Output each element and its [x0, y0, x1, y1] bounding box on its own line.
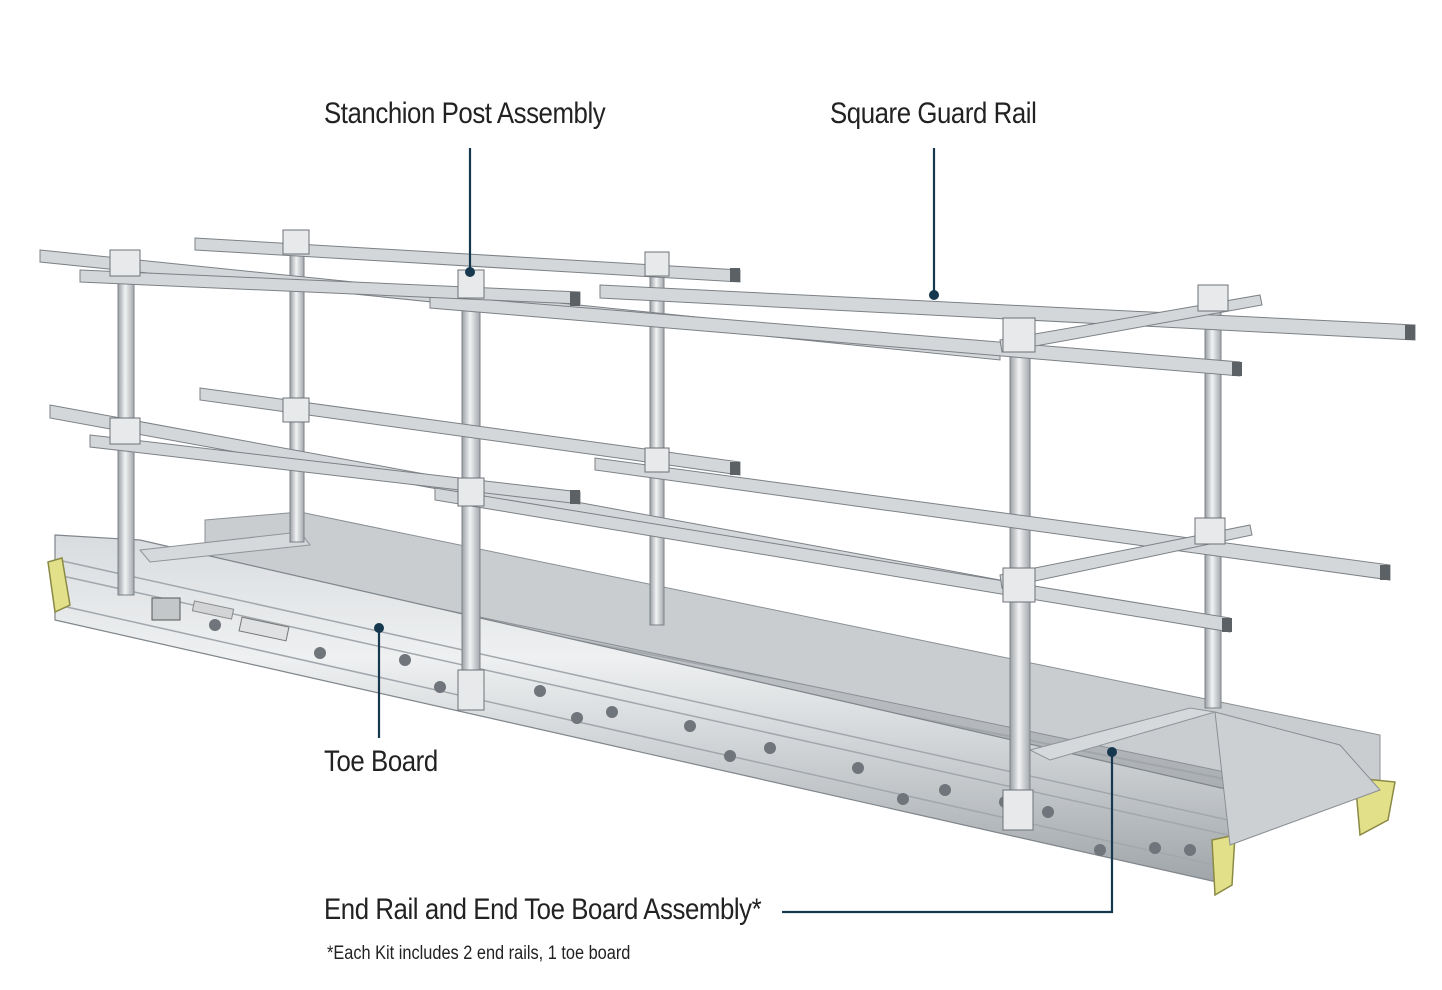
- stanchion-dot: [465, 267, 475, 277]
- end-rail-dot: [1107, 747, 1117, 757]
- end-toe-board-near: [139, 531, 311, 563]
- rail-end-caps: [570, 268, 1415, 632]
- callout-stanchion-post-assembly: Stanchion Post Assembly: [324, 97, 606, 130]
- far-end-cap-right: [1211, 834, 1236, 897]
- end-toe-board-far: [1028, 707, 1216, 761]
- warning-plate: [151, 597, 181, 621]
- end-rail-leader: [782, 755, 1114, 914]
- callout-toe-board: Toe Board: [324, 745, 438, 778]
- callout-leaders: [377, 148, 1114, 914]
- post-clamps: [109, 229, 1229, 831]
- toe-board-dot: [374, 623, 384, 633]
- callout-square-guard-rail: Square Guard Rail: [830, 97, 1037, 130]
- near-end-cap: [47, 557, 71, 614]
- callout-end-rail-assembly: End Rail and End Toe Board Assembly*: [324, 893, 762, 926]
- top-guard-rails: [39, 237, 1416, 377]
- plank-holes: [209, 619, 1196, 856]
- brand-plate: [238, 616, 290, 642]
- footnote-kit-contents: *Each Kit includes 2 end rails, 1 toe bo…: [327, 943, 631, 964]
- plank-far-end: [1214, 711, 1381, 846]
- info-plate: [191, 600, 235, 620]
- callout-dots: [374, 267, 1117, 757]
- guard-rail-dot: [929, 290, 939, 300]
